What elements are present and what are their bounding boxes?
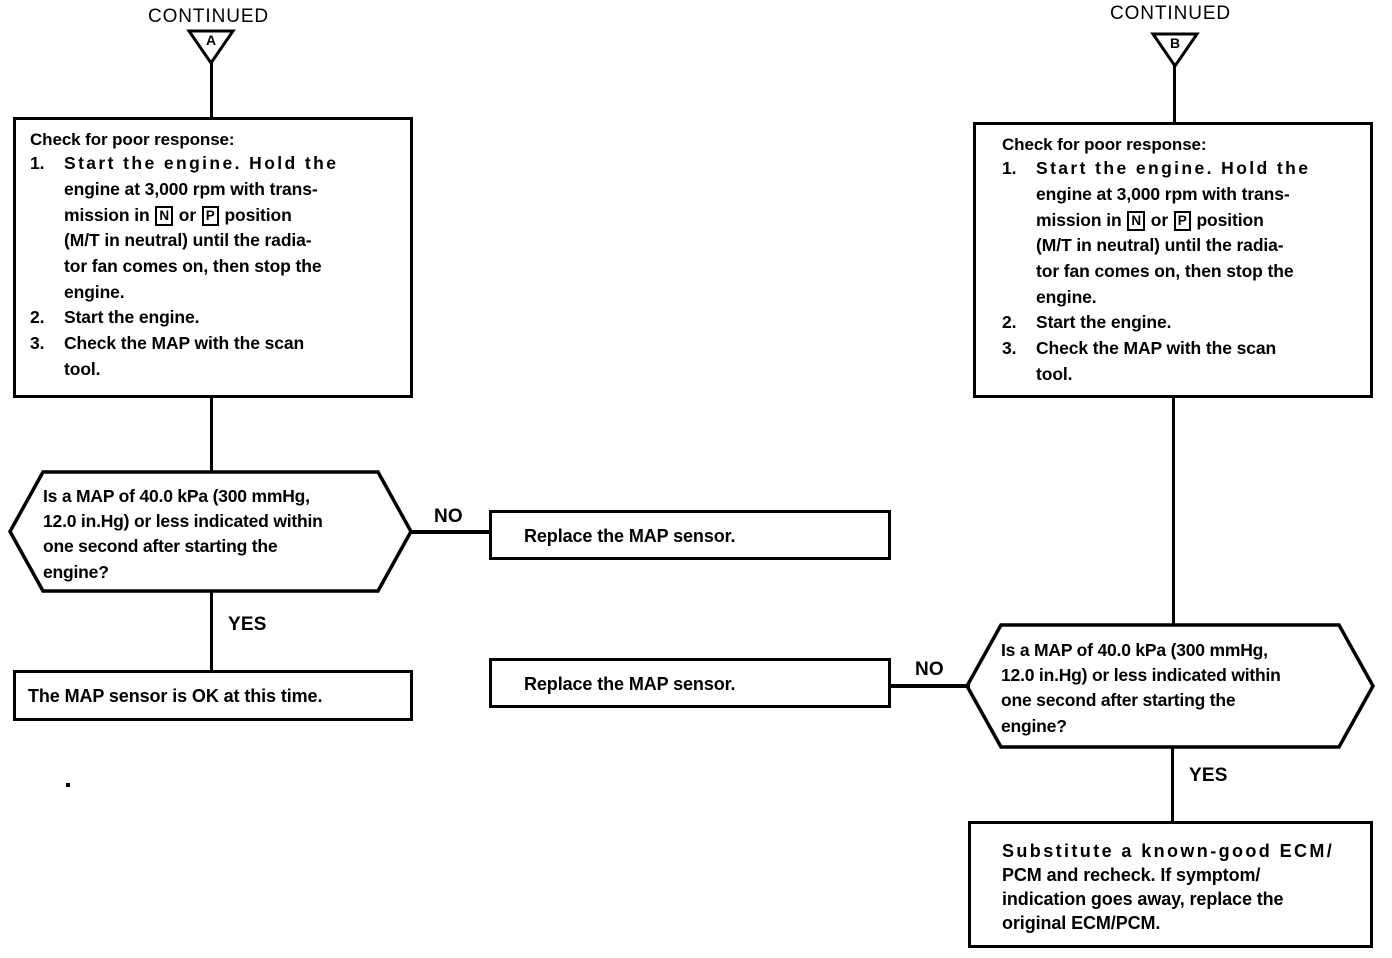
outcome-line: PCM and recheck. If symptom/	[1002, 864, 1261, 885]
process-step-left-1: 1. Start the engine. Hold the engine at …	[30, 151, 398, 305]
outcome-text-replace-map-right: Replace the MAP sensor.	[524, 674, 736, 694]
step-text-right-1: Start the engine. Hold the engine at 3,0…	[1036, 158, 1311, 307]
step-text-left-2: Start the engine.	[64, 307, 200, 328]
decision-text-left: Is a MAP of 40.0 kPa (300 mmHg, 12.0 in.…	[43, 484, 383, 585]
decision-line: 12.0 in.Hg) or less indicated within	[43, 511, 323, 532]
step-text-left-1: Start the engine. Hold the engine at 3,0…	[64, 153, 339, 302]
continued-label-left: CONTINUED	[148, 6, 270, 27]
process-step-left-2: 2. Start the engine.	[30, 305, 398, 331]
print-artifact-dot	[66, 783, 70, 787]
step-number-left-2: 2.	[30, 307, 45, 328]
edge-a-to-process-left	[210, 60, 213, 118]
step-text-right-2: Start the engine.	[1036, 312, 1172, 333]
process-box-left: Check for poor response: 1. Start the en…	[13, 117, 413, 398]
edge-process-to-decision-right	[1172, 398, 1175, 625]
continued-label-right: CONTINUED	[1110, 3, 1232, 24]
gear-selector-p-right: P	[1173, 210, 1191, 232]
outcome-text-replace-map-left: Replace the MAP sensor.	[524, 526, 736, 546]
step-number-right-3: 3.	[1002, 338, 1017, 359]
edge-b-to-process-right	[1173, 63, 1176, 123]
step-number-left-3: 3.	[30, 333, 45, 354]
process-heading-right: Check for poor response:	[1002, 135, 1207, 154]
edge-no-left	[409, 530, 491, 534]
edge-label-no-left: NO	[434, 506, 463, 527]
decision-hexagon-right: Is a MAP of 40.0 kPa (300 mmHg, 12.0 in.…	[964, 623, 1376, 749]
outcome-box-substitute-ecm-right: Substitute a known-good ECM/ PCM and rec…	[968, 821, 1373, 948]
decision-line: one second after starting the	[1001, 690, 1236, 711]
edge-process-to-decision-left	[210, 398, 213, 472]
outcome-line: original ECM/PCM.	[1002, 912, 1161, 933]
step-line: Check the MAP with the scan	[64, 333, 305, 354]
step-line: Start the engine. Hold the	[1036, 158, 1311, 179]
outcome-line: Substitute a known-good ECM/	[1002, 841, 1335, 861]
step-line: Check the MAP with the scan	[1036, 338, 1277, 359]
step-text-right-3: Check the MAP with the scan tool.	[1036, 338, 1276, 384]
step-line: tool.	[64, 358, 101, 379]
process-steps-right: 1. Start the engine. Hold the engine at …	[1002, 156, 1358, 387]
step-text-left-3: Check the MAP with the scan tool.	[64, 333, 304, 379]
process-step-right-2: 2. Start the engine.	[1002, 310, 1358, 336]
step-number-left-1: 1.	[30, 153, 45, 174]
decision-line: Is a MAP of 40.0 kPa (300 mmHg,	[1001, 640, 1268, 660]
edge-label-yes-left: YES	[228, 614, 267, 635]
outcome-text-substitute-ecm-right: Substitute a known-good ECM/ PCM and rec…	[1002, 840, 1370, 936]
step-number-right-1: 1.	[1002, 158, 1017, 179]
connector-letter-a: A	[205, 32, 217, 48]
connector-letter-b: B	[1169, 35, 1181, 51]
process-step-right-3: 3. Check the MAP with the scan tool.	[1002, 336, 1358, 387]
outcome-text-map-ok-left: The MAP sensor is OK at this time.	[28, 686, 323, 706]
decision-line: engine?	[43, 561, 109, 582]
decision-line: engine?	[1001, 715, 1067, 736]
connector-triangle-b: B	[1150, 31, 1200, 69]
process-box-right: Check for poor response: 1. Start the en…	[973, 122, 1373, 398]
decision-line: 12.0 in.Hg) or less indicated within	[1001, 665, 1281, 686]
process-heading-left: Check for poor response:	[30, 130, 235, 149]
decision-line: one second after starting the	[43, 536, 278, 557]
gear-selector-n-right: N	[1127, 210, 1145, 232]
decision-line: Is a MAP of 40.0 kPa (300 mmHg,	[43, 486, 310, 506]
outcome-box-replace-map-left: Replace the MAP sensor.	[489, 510, 891, 560]
step-number-right-2: 2.	[1002, 312, 1017, 333]
edge-yes-left	[210, 591, 213, 670]
connector-triangle-a: A	[186, 28, 236, 66]
step-line: tool.	[1036, 363, 1073, 384]
outcome-box-replace-map-right: Replace the MAP sensor.	[489, 658, 891, 708]
process-step-right-1: 1. Start the engine. Hold the engine at …	[1002, 156, 1358, 310]
process-steps-left: 1. Start the engine. Hold the engine at …	[30, 151, 398, 382]
step-line: Start the engine. Hold the	[64, 153, 339, 174]
outcome-line: indication goes away, replace the	[1002, 888, 1284, 909]
edge-no-right	[888, 684, 970, 688]
edge-label-yes-right: YES	[1189, 765, 1228, 786]
edge-yes-right	[1171, 747, 1174, 823]
gear-selector-n-left: N	[155, 205, 173, 227]
decision-hexagon-left: Is a MAP of 40.0 kPa (300 mmHg, 12.0 in.…	[7, 470, 414, 593]
process-step-left-3: 3. Check the MAP with the scan tool.	[30, 331, 398, 382]
outcome-box-map-ok-left: The MAP sensor is OK at this time.	[13, 670, 413, 721]
edge-label-no-right: NO	[915, 659, 944, 680]
decision-text-right: Is a MAP of 40.0 kPa (300 mmHg, 12.0 in.…	[1001, 638, 1346, 739]
gear-selector-p-left: P	[201, 205, 219, 227]
